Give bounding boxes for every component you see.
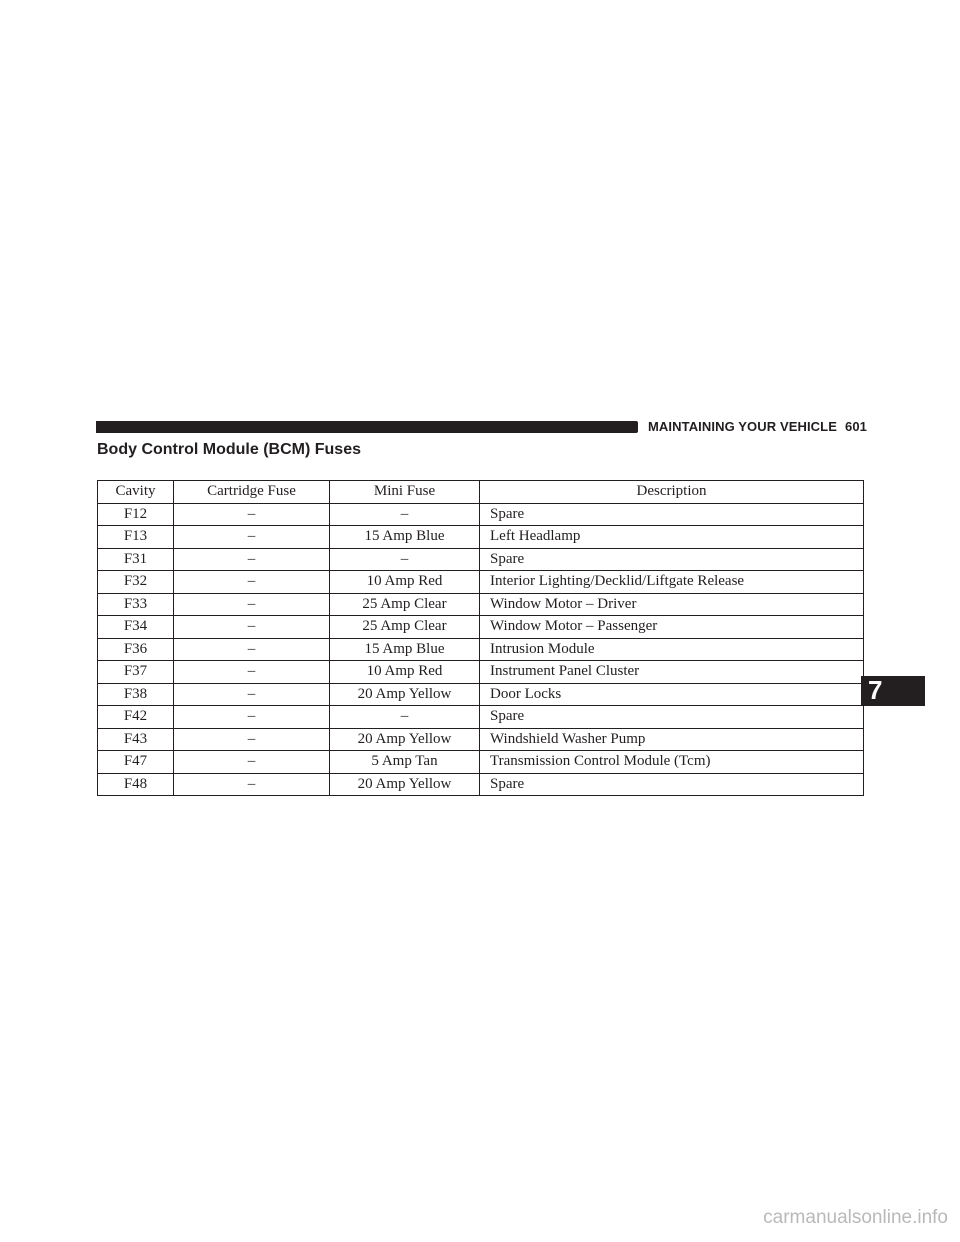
cavity-cell: F38	[97, 682, 174, 706]
cavity-cell: F32	[97, 570, 174, 594]
cartridge-fuse-cell: –	[173, 660, 330, 684]
mini-fuse-cell: 10 Amp Red	[329, 660, 480, 684]
cartridge-fuse-cell: –	[173, 502, 330, 526]
description-cell: Intrusion Module	[479, 637, 864, 661]
description-cell: Window Motor – Passenger	[479, 615, 864, 639]
cartridge-fuse-cell: –	[173, 570, 330, 594]
mini-fuse-cell: –	[329, 705, 480, 729]
description-cell: Windshield Washer Pump	[479, 727, 864, 751]
page-title: Body Control Module (BCM) Fuses	[97, 441, 361, 458]
column-header-description: Description	[479, 480, 864, 504]
table-row: F31––Spare	[97, 547, 864, 571]
column-header-mini-fuse: Mini Fuse	[329, 480, 480, 504]
page-number: 601	[844, 419, 867, 434]
column-header-cartridge-fuse: Cartridge Fuse	[173, 480, 330, 504]
description-cell: Interior Lighting/Decklid/Liftgate Relea…	[479, 570, 864, 594]
description-cell: Transmission Control Module (Tcm)	[479, 750, 864, 774]
table-row: F42––Spare	[97, 705, 864, 729]
cavity-cell: F33	[97, 592, 174, 616]
description-cell: Window Motor – Driver	[479, 592, 864, 616]
running-header: MAINTAINING YOUR VEHICLE 601	[648, 419, 867, 434]
table-header-row: Cavity Cartridge Fuse Mini Fuse Descript…	[97, 480, 864, 504]
description-cell: Door Locks	[479, 682, 864, 706]
cartridge-fuse-cell: –	[173, 637, 330, 661]
cartridge-fuse-cell: –	[173, 772, 330, 796]
mini-fuse-cell: 25 Amp Clear	[329, 615, 480, 639]
mini-fuse-cell: 20 Amp Yellow	[329, 727, 480, 751]
description-cell: Left Headlamp	[479, 525, 864, 549]
mini-fuse-cell: 15 Amp Blue	[329, 637, 480, 661]
cartridge-fuse-cell: –	[173, 525, 330, 549]
cavity-cell: F31	[97, 547, 174, 571]
cavity-cell: F47	[97, 750, 174, 774]
cavity-cell: F42	[97, 705, 174, 729]
cartridge-fuse-cell: –	[173, 750, 330, 774]
cartridge-fuse-cell: –	[173, 727, 330, 751]
mini-fuse-cell: 25 Amp Clear	[329, 592, 480, 616]
description-cell: Spare	[479, 772, 864, 796]
description-cell: Spare	[479, 502, 864, 526]
watermark: carmanualsonline.info	[763, 1207, 948, 1228]
description-cell: Spare	[479, 547, 864, 571]
mini-fuse-cell: –	[329, 502, 480, 526]
cartridge-fuse-cell: –	[173, 682, 330, 706]
fuse-table: Cavity Cartridge Fuse Mini Fuse Descript…	[97, 480, 864, 796]
chapter-tab	[861, 676, 925, 706]
cavity-cell: F48	[97, 772, 174, 796]
cavity-cell: F37	[97, 660, 174, 684]
mini-fuse-cell: 5 Amp Tan	[329, 750, 480, 774]
cavity-cell: F12	[97, 502, 174, 526]
mini-fuse-cell: 20 Amp Yellow	[329, 682, 480, 706]
cavity-cell: F13	[97, 525, 174, 549]
mini-fuse-cell: 10 Amp Red	[329, 570, 480, 594]
description-cell: Instrument Panel Cluster	[479, 660, 864, 684]
mini-fuse-cell: –	[329, 547, 480, 571]
cavity-cell: F34	[97, 615, 174, 639]
cartridge-fuse-cell: –	[173, 615, 330, 639]
cartridge-fuse-cell: –	[173, 705, 330, 729]
section-name: MAINTAINING YOUR VEHICLE	[648, 419, 837, 434]
cavity-cell: F43	[97, 727, 174, 751]
cartridge-fuse-cell: –	[173, 592, 330, 616]
description-cell: Spare	[479, 705, 864, 729]
column-header-cavity: Cavity	[97, 480, 174, 504]
header-rule-bar	[96, 421, 638, 433]
cavity-cell: F36	[97, 637, 174, 661]
mini-fuse-cell: 20 Amp Yellow	[329, 772, 480, 796]
table-row: F12––Spare	[97, 502, 864, 526]
chapter-number: 7	[868, 675, 883, 705]
cartridge-fuse-cell: –	[173, 547, 330, 571]
mini-fuse-cell: 15 Amp Blue	[329, 525, 480, 549]
